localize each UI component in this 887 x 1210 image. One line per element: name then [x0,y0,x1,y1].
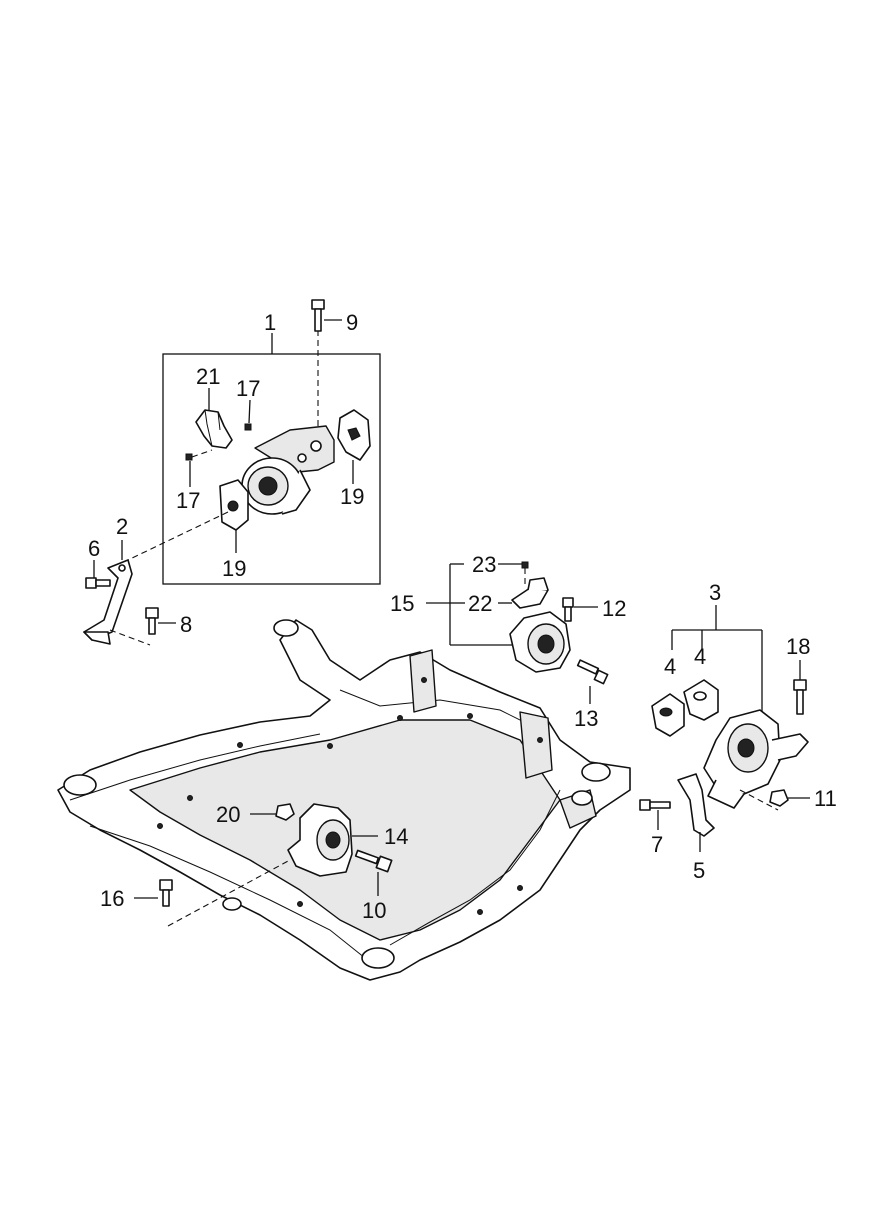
dashed-11 [739,789,779,811]
label-21: 21 [196,364,220,389]
bolt-7[interactable] [639,799,671,811]
bracket-2[interactable] [83,559,133,645]
plate-19-right[interactable] [337,409,371,461]
label-22: 22 [468,591,492,616]
label-23: 23 [472,552,496,577]
label-2: 2 [116,514,128,539]
dashed-8 [109,629,151,646]
mount-3-group [651,605,809,852]
plate-19-left[interactable] [219,479,249,531]
spacer-4-left[interactable] [651,693,685,737]
label-9: 9 [346,310,358,335]
engine-mount-15[interactable] [509,611,571,673]
bolt-23[interactable] [521,561,529,588]
label-11: 11 [814,786,837,811]
bolt-6[interactable] [85,577,111,589]
nut-11[interactable] [769,789,789,807]
label-15: 15 [390,591,414,616]
mount-assembly-1-group [127,330,381,585]
bolt-17-top[interactable] [244,423,252,431]
bolt-12[interactable] [562,597,574,622]
label-5: 5 [693,858,705,883]
label-1: 1 [264,310,276,335]
spacer-4-right[interactable] [683,679,719,721]
bracket-21[interactable] [195,409,233,449]
label-19-left: 19 [222,556,246,581]
bolt-18[interactable] [793,679,807,715]
label-6: 6 [88,536,100,561]
nut-20[interactable] [275,803,295,821]
label-17-top: 17 [236,376,260,401]
engine-mount-3[interactable] [703,709,809,809]
label-14: 14 [384,824,408,849]
label-12: 12 [602,596,626,621]
label-20: 20 [216,802,240,827]
bolt-8[interactable] [145,607,159,635]
label-7: 7 [651,832,663,857]
label-3: 3 [709,580,721,605]
transmission-mount-14[interactable] [287,803,353,877]
label-8: 8 [180,612,192,637]
label-16: 16 [100,886,124,911]
front-subframe[interactable] [57,619,631,981]
mount-15-group [426,561,571,673]
label-4b: 4 [694,644,706,669]
bolt-9[interactable] [311,299,325,332]
bolt-16[interactable] [159,879,173,907]
engine-mount-body[interactable] [241,425,335,515]
bolt-13[interactable] [576,659,609,685]
dashed-16 [167,859,291,927]
label-13: 13 [574,706,598,731]
label-19-right: 19 [340,484,364,509]
label-18: 18 [786,634,810,659]
label-10: 10 [362,898,386,923]
label-17-bottom: 17 [176,488,200,513]
dashed-19-bracket [127,511,229,561]
bolt-10[interactable] [354,849,393,873]
leader-17-top [248,399,251,424]
bolt-17-left[interactable] [185,449,213,461]
label-4a: 4 [664,654,676,679]
bracket-5[interactable] [677,773,715,837]
stopper-22[interactable] [511,577,549,609]
